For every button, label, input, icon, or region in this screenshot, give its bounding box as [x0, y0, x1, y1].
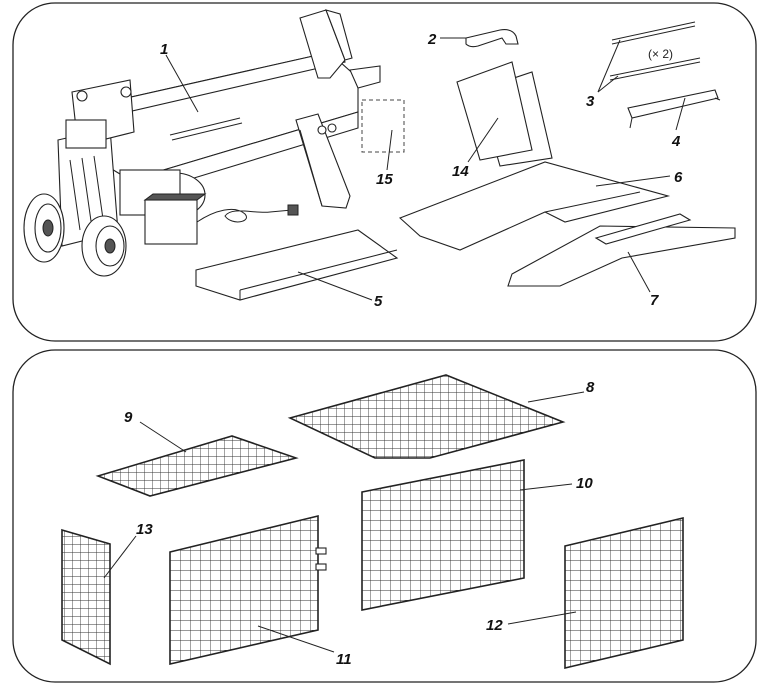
- part-11-mesh: [169, 514, 327, 666]
- label-part-9: 9: [124, 409, 133, 426]
- top-panel-frame: [12, 2, 757, 342]
- label-part-2: 2: [427, 31, 437, 48]
- bottom-panel-frame: [12, 349, 757, 683]
- label-part-3-quantity: (× 2): [648, 47, 673, 61]
- part-5-plate: [195, 229, 399, 301]
- label-part-14: 14: [452, 163, 469, 180]
- label-part-12: 12: [486, 617, 503, 634]
- part-7-tray: [507, 225, 736, 287]
- label-part-15: 15: [376, 171, 393, 188]
- part-6-tray: [398, 161, 671, 251]
- label-part-7: 7: [650, 292, 659, 309]
- part-4-bracket: [627, 89, 721, 129]
- label-part-1: 1: [160, 41, 168, 58]
- label-part-5: 5: [374, 293, 383, 310]
- label-part-6: 6: [674, 169, 683, 186]
- part-8-mesh: [287, 374, 566, 459]
- label-part-10: 10: [576, 475, 593, 492]
- part-10-mesh: [361, 459, 525, 611]
- part-14-manual: [456, 61, 553, 167]
- label-part-8: 8: [586, 379, 595, 396]
- label-part-13: 13: [136, 521, 153, 538]
- part-15-dashed-outline: [361, 99, 405, 153]
- part-12-mesh: [564, 516, 684, 670]
- log-splitter-drawing: [23, 9, 381, 277]
- label-part-4: 4: [671, 133, 681, 150]
- part-3-rods: [609, 21, 701, 81]
- part-13-mesh: [61, 528, 111, 666]
- part-2-handle: [465, 29, 519, 48]
- label-part-3: 3: [586, 93, 595, 110]
- label-part-11: 11: [336, 651, 352, 668]
- part-9-mesh: [95, 435, 299, 497]
